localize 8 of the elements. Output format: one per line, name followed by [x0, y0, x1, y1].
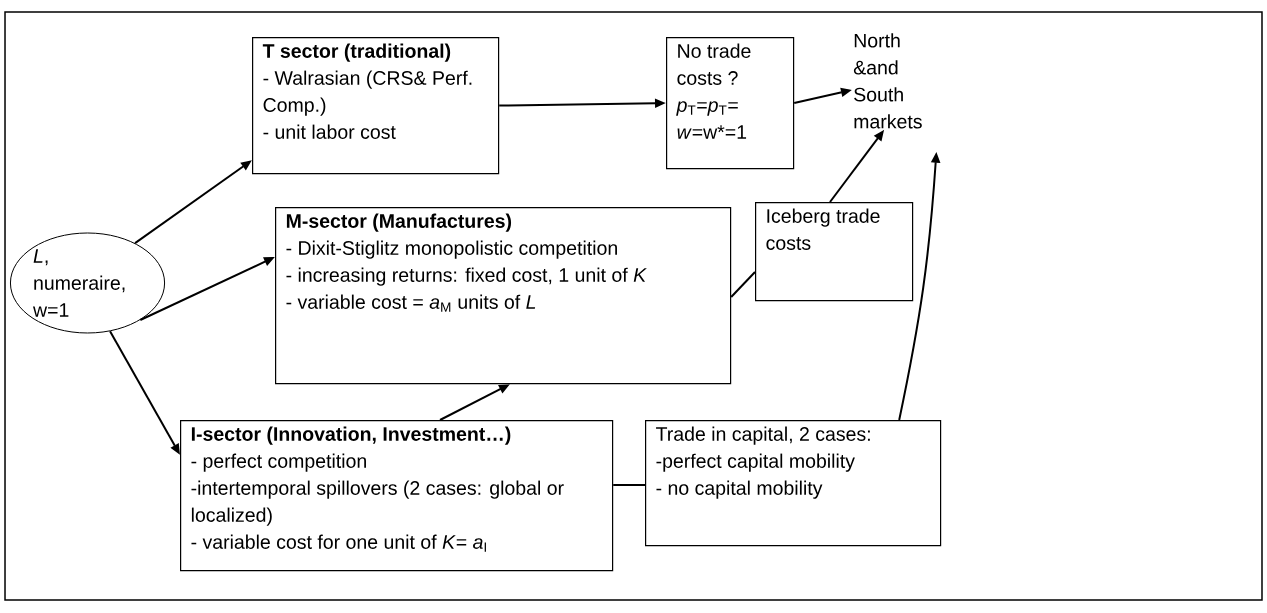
process-box: I-sector (Innovation, Investment…) - perfect competition -intertemporal spillovers (2 cases: global or localized) - variable cost for one unit of K= a$_{I}$	[180, 420, 614, 572]
market-label: North &and South markets	[853, 33, 922, 129]
process-box: T sector (traditional) - Walrasian (CRS& Perf. Comp.) - unit labor cost	[252, 37, 500, 175]
process-box: Iceberg trade costs	[755, 202, 914, 302]
process-box: Trade in capital, 2 cases: -perfect capital mobility - no capital mobility	[645, 420, 942, 547]
process-box: No trade costs ? p$_{T}$=p$_{T}$= w=w*=1	[666, 37, 795, 170]
ellipse-node: L, numeraire, w=1	[9, 232, 166, 334]
process-box: M-sector (Manufactures) - Dixit-Stiglitz monopolistic competition - increasing returns: fixed cost, 1 unit of K - variable cost = a$_{M}$ units of L	[275, 207, 732, 385]
